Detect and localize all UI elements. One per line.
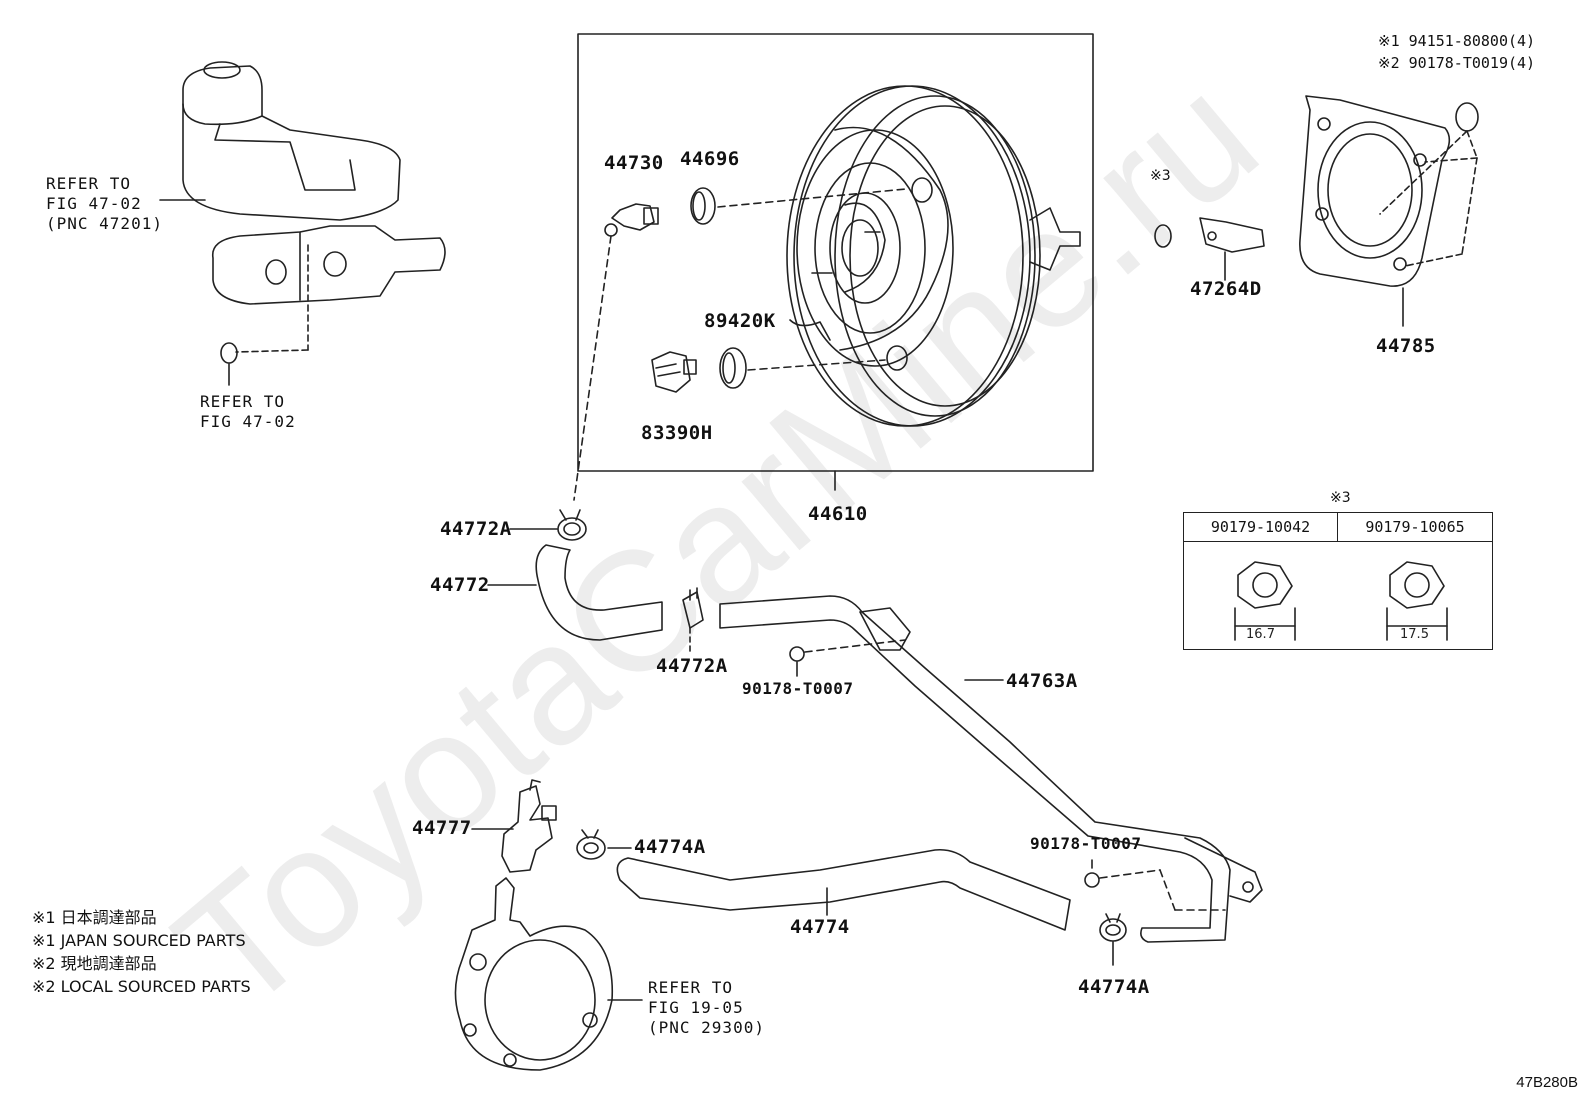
clamp-44774A-left: [576, 829, 606, 860]
table-dim-1: 16.7: [1246, 627, 1275, 642]
legend-item: ※2 現地調達部品: [32, 954, 157, 973]
ref-reservoir-cap: REFER TO FIG 47-02: [200, 392, 296, 432]
legend-item: ※1 JAPAN SOURCED PARTS: [32, 931, 246, 950]
legend-item: ※2 LOCAL SOURCED PARTS: [32, 977, 251, 996]
table-dim-2: 17.5: [1400, 627, 1429, 642]
label-89420K: 89420K: [704, 310, 776, 332]
label-44772A-mid: 44772A: [656, 655, 728, 677]
nut-size-table: 90179-10042 90179-10065 16.7 17.5: [1183, 512, 1493, 650]
note-mark2: ※2 90178-T0019(4): [1378, 54, 1536, 72]
pipe-44763A: [719, 595, 1231, 943]
label-47264D: 47264D: [1190, 278, 1262, 300]
note-mark1: ※1 94151-80800(4): [1378, 32, 1536, 50]
table-header-1: 90179-10042: [1184, 513, 1338, 542]
brake-booster: [786, 85, 1081, 427]
label-mark3-nut: ※3: [1150, 168, 1171, 184]
table-mark3: ※3: [1330, 490, 1351, 506]
ref-line: FIG 19-05: [648, 998, 744, 1017]
vacuum-pump: [454, 877, 614, 1071]
label-44774: 44774: [790, 916, 850, 938]
ref-line: FIG 47-02: [46, 194, 142, 213]
ref-line: REFER TO: [648, 978, 734, 997]
sensor-83390H: [651, 351, 697, 393]
nut-90178-T0007-b: [1084, 872, 1100, 888]
label-44772A-top: 44772A: [440, 518, 512, 540]
label-44774A-left: 44774A: [634, 836, 706, 858]
ref-line: REFER TO: [46, 174, 132, 193]
label-44772: 44772: [430, 574, 490, 596]
figure-id: 47B280B: [1516, 1074, 1578, 1091]
reservoir-cap-part: [220, 342, 238, 364]
gasket-44785: [1299, 95, 1451, 287]
check-valve-44730: [604, 203, 659, 237]
ref-master-cylinder: REFER TO FIG 47-02 (PNC 47201): [46, 174, 163, 234]
valve-44777: [501, 779, 557, 873]
label-44774A-right: 44774A: [1078, 976, 1150, 998]
bracket-47264D: [1199, 217, 1265, 253]
ref-line: (PNC 47201): [46, 214, 163, 233]
ref-vacuum-pump: REFER TO FIG 19-05 (PNC 29300): [648, 978, 765, 1038]
nut-mark3: [1154, 224, 1172, 248]
clamp-44774A-right: [1099, 913, 1127, 942]
table-header-2: 90179-10065: [1338, 513, 1492, 542]
hose-44774: [616, 848, 1071, 931]
label-44763A: 44763A: [1006, 670, 1078, 692]
grommet-89420K: [719, 347, 747, 389]
clamp-44772A-top: [557, 509, 587, 541]
nut-drawing-90179-10065: [1386, 561, 1448, 641]
legend-item: ※1 日本調達部品: [32, 908, 157, 927]
label-90178-T0007-a: 90178-T0007: [742, 679, 854, 698]
grommet-44696: [690, 187, 716, 225]
label-44777: 44777: [412, 817, 472, 839]
nut-90178-T0007-a: [789, 646, 805, 662]
label-83390H: 83390H: [641, 422, 713, 444]
nut-mark1-2: [1455, 102, 1479, 132]
master-cylinder: [182, 61, 446, 305]
label-44610: 44610: [808, 503, 868, 525]
label-90178-T0007-b: 90178-T0007: [1030, 834, 1142, 853]
ref-line: REFER TO: [200, 392, 286, 411]
label-44785: 44785: [1376, 335, 1436, 357]
ref-line: FIG 47-02: [200, 412, 296, 431]
label-44696: 44696: [680, 148, 740, 170]
hose-44772: [535, 544, 663, 641]
clip-44772A-mid: [682, 587, 704, 629]
legend: ※1 日本調達部品 ※1 JAPAN SOURCED PARTS ※2 現地調達…: [32, 906, 251, 998]
nut-drawing-90179-10042: [1234, 561, 1296, 641]
ref-line: (PNC 29300): [648, 1018, 765, 1037]
label-44730: 44730: [604, 152, 664, 174]
